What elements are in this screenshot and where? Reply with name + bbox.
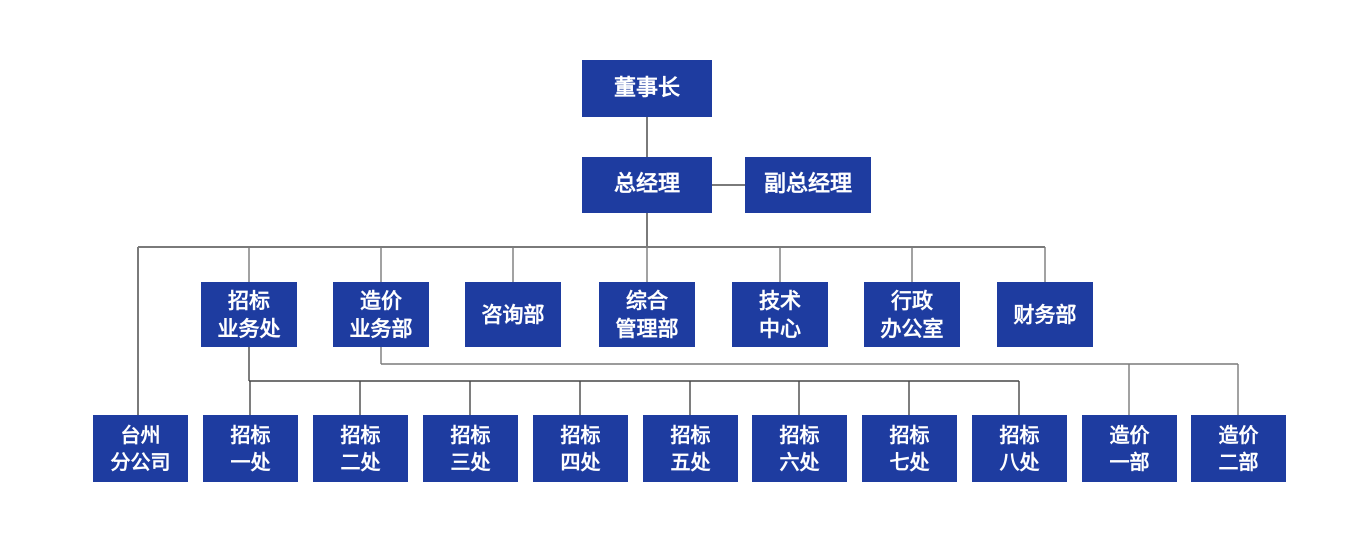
org-node-bidding-office-1: 招标 一处 xyxy=(203,415,298,482)
org-node-general-management-dept: 综合 管理部 xyxy=(599,282,695,347)
connector-dept-drops xyxy=(248,247,1046,282)
org-node-bidding-office-6: 招标 六处 xyxy=(752,415,847,482)
org-node-cost-business-dept: 造价 业务部 xyxy=(333,282,429,347)
org-node-chairman: 董事长 xyxy=(582,60,712,117)
org-node-administrative-office: 行政 办公室 xyxy=(864,282,960,347)
org-node-finance-dept: 财务部 xyxy=(997,282,1093,347)
org-node-bidding-office-3: 招标 三处 xyxy=(423,415,518,482)
connector-bidding-drops xyxy=(249,381,1020,415)
org-node-bidding-office-5: 招标 五处 xyxy=(643,415,738,482)
org-node-bidding-office-2: 招标 二处 xyxy=(313,415,408,482)
org-node-taizhou-branch: 台州 分公司 xyxy=(93,415,188,482)
org-node-cost-dept-1: 造价 一部 xyxy=(1082,415,1177,482)
org-node-cost-dept-2: 造价 二部 xyxy=(1191,415,1286,482)
org-node-bidding-business-office: 招标 业务处 xyxy=(201,282,297,347)
connector-cost-drops xyxy=(1128,364,1239,415)
org-node-technology-center: 技术 中心 xyxy=(732,282,828,347)
org-node-bidding-office-8: 招标 八处 xyxy=(972,415,1067,482)
org-node-general-manager: 总经理 xyxy=(582,157,712,213)
org-node-bidding-office-7: 招标 七处 xyxy=(862,415,957,482)
org-node-deputy-general-manager: 副总经理 xyxy=(745,157,871,213)
org-node-consulting-dept: 咨询部 xyxy=(465,282,561,347)
org-node-bidding-office-4: 招标 四处 xyxy=(533,415,628,482)
